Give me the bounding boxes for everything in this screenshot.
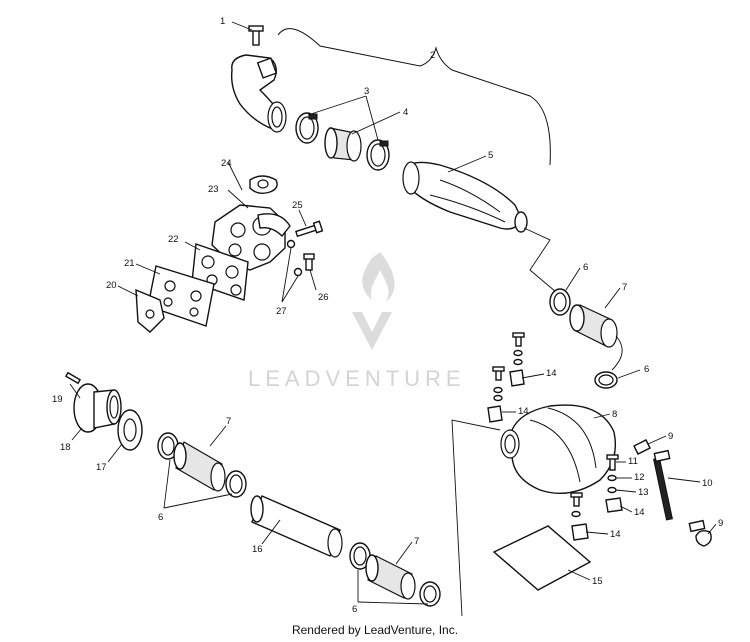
callout-7-lower-left: 7 [226,416,231,427]
coupler-part-7-lower-left [174,442,225,491]
hose-clamp-part-3b [367,140,389,170]
callout-14-a: 14 [546,368,557,379]
rod-part-10 [654,451,705,532]
callout-1: 1 [220,16,225,27]
bolt-part-26 [304,254,314,270]
hose-clamp-part-3 [296,113,318,143]
callout-10: 10 [702,478,713,489]
callout-5: 5 [488,150,493,161]
callout-16: 16 [252,544,263,555]
callout-27: 27 [276,306,287,317]
callout-4: 4 [403,107,408,118]
callout-6-right: 6 [644,364,649,375]
callout-14-b: 14 [518,406,529,417]
bolt-part-1 [249,26,263,45]
resonator-part-5 [403,162,527,232]
callout-11: 11 [628,456,638,467]
footer-credit: Rendered by LeadVenture, Inc. [0,623,750,637]
callout-20: 20 [106,280,117,291]
flange-part-18 [74,384,121,432]
bolt-part-25 [296,221,322,236]
callout-6-bottom: 6 [352,604,357,615]
callout-12: 12 [634,472,645,483]
callout-6-lower-left: 6 [158,512,163,523]
exhaust-elbow-part [232,55,286,132]
fastener-stack-upper [510,333,524,386]
coupler-part-7-upper [570,305,617,347]
callout-9-lower: 9 [718,518,723,529]
callout-13: 13 [638,487,649,498]
leadventure-watermark: LEADVENTURE [248,252,466,391]
clip-part-9-upper [634,440,650,454]
callout-19: 19 [52,394,63,405]
coupler-part-4 [325,128,361,161]
hose-clamp-part-6-lower-left-b [226,471,246,497]
callout-23: 23 [208,184,219,195]
hose-clamp-part-6-upper [550,289,570,315]
callout-6-upper: 6 [583,262,588,273]
coupler-part-7-bottom [366,555,415,599]
callout-9-upper: 9 [668,431,673,442]
tube-part-16 [251,496,342,557]
fastener-stack-mid [488,367,504,422]
callout-18: 18 [60,442,71,453]
callout-2: 2 [430,50,435,61]
callout-22: 22 [168,234,179,245]
callout-7-bottom: 7 [414,536,419,547]
gasket-part-24 [250,176,277,193]
hose-clamp-part-6-bottom-b [420,582,440,606]
callout-15: 15 [592,576,603,587]
callout-8: 8 [612,409,617,420]
callout-14-d: 14 [610,529,621,540]
callout-3: 3 [364,86,369,97]
callout-26: 26 [318,292,329,303]
callout-17: 17 [96,462,107,473]
watermark-text: LEADVENTURE [248,366,466,391]
callout-7-upper: 7 [622,282,627,293]
callout-14-c: 14 [634,507,645,518]
muffler-part-8 [501,405,615,493]
callout-24: 24 [221,158,232,169]
hose-clamp-part-6-right [595,372,617,388]
assembly-bracket [278,29,550,165]
callout-25: 25 [292,200,303,211]
screw-part-19 [66,373,80,383]
callout-21: 21 [124,258,135,269]
